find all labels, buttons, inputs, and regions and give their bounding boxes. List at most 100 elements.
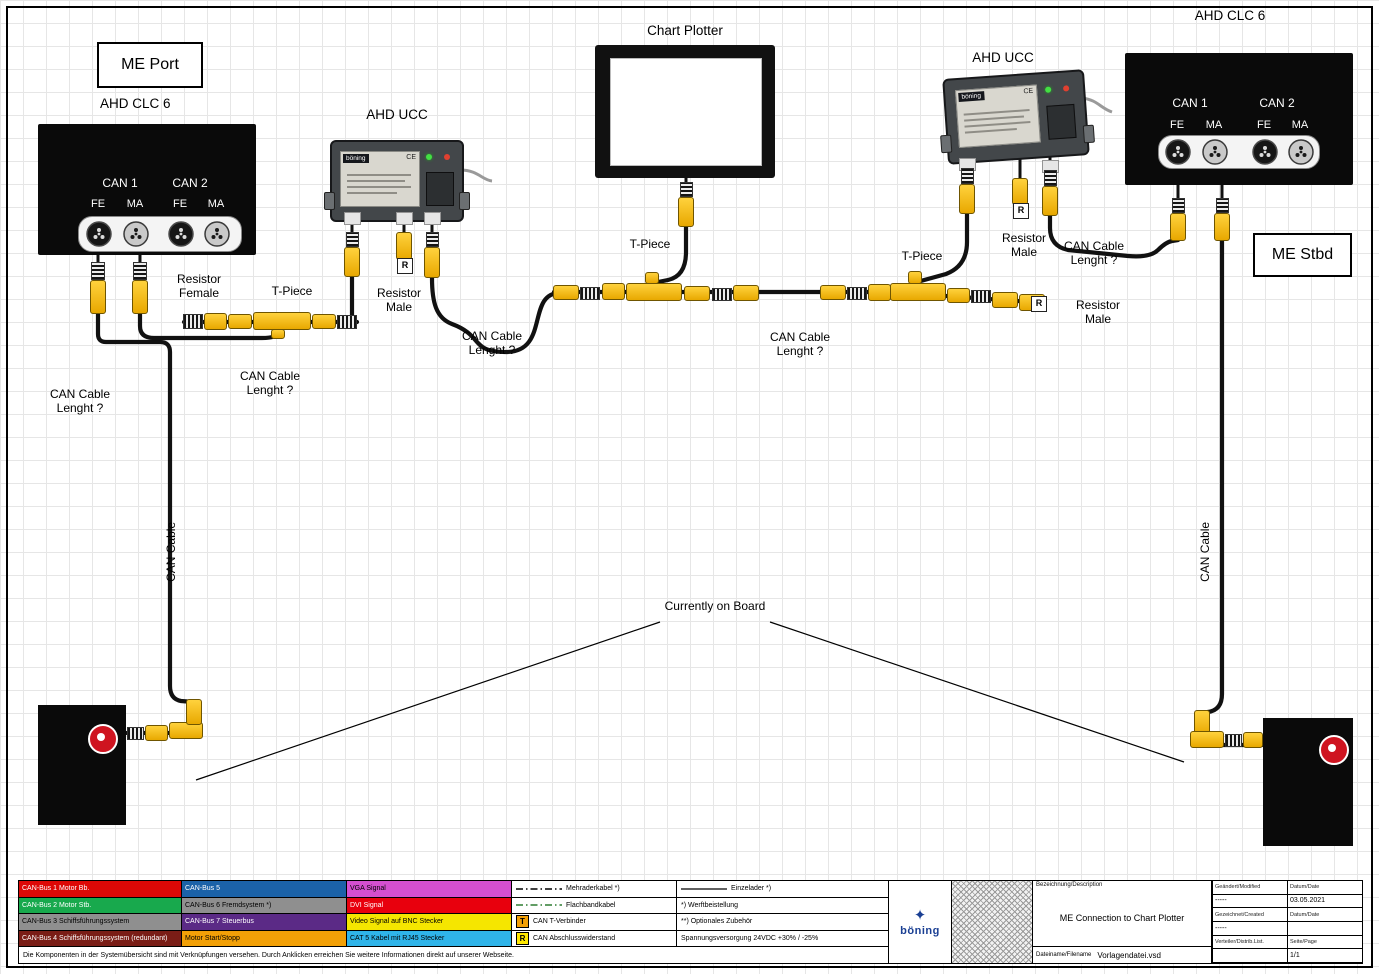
filename-row: Dateiname/Filename Vorlagendatei.vsd [1033,946,1211,963]
cable-path [429,275,563,355]
label-text-line [347,180,405,182]
striped-coupler [847,287,867,300]
cable-gland [344,212,361,225]
t-piece-stub [645,272,659,284]
clc6-right-fe1-label: FE [1169,119,1185,131]
can-connector [602,283,625,300]
boening-logo-text: böning [900,924,940,937]
striped-coupler [1172,198,1185,213]
status-led-red [444,154,450,160]
resistor-label: R [1031,296,1047,312]
resistor-male [396,232,412,260]
striped-coupler [1216,198,1229,213]
date-label: Datum/Date [1287,881,1362,895]
annotation-can-cable-length-3: CAN Cable Lenght ? [1063,239,1125,267]
engine-stbd-connector-center [1328,744,1336,752]
can-connector [820,285,846,300]
striped-coupler [712,288,732,301]
annotation-resistor-male-left: Resistor Male [376,286,421,314]
legend-left: CAN-Bus 1 Motor Bb. CAN-Bus 2 Motor Stb.… [19,881,889,963]
leader-right [769,621,1185,763]
device-title-clc6-left: AHD CLC 6 [100,96,171,111]
t-piece [890,283,946,301]
annotation-resistor-male-ucc-right: Resistor Male [1001,231,1046,259]
legend-line-label: CAN T-Verbinder [533,918,586,926]
ce-mark: CE [406,154,416,161]
empty-cell [1212,949,1287,963]
label-text-line [964,115,1025,122]
annotation-currently-on-board: Currently on Board [664,599,766,613]
striped-coupler [337,315,357,329]
striped-coupler [127,727,144,740]
clc6-right-can2-label: CAN 2 [1259,96,1295,110]
striped-coupler [961,168,974,184]
footnote-text: **) Optionales Zubehör [681,918,753,926]
device-title-ucc-right: AHD UCC [972,50,1034,65]
legend-hyperlink-note: Die Komponenten in der Systemübersicht s… [19,947,889,963]
me-stbd-box: ME Stbd [1253,233,1352,277]
port-ma-female [1288,139,1314,165]
annotation-can-cable-length-1: CAN Cable Lenght ? [461,329,523,357]
can-connector [733,285,759,301]
title-block-meta: Geändert/Modified Datum/Date ----- 03.05… [1212,881,1362,963]
can-connector [553,285,579,300]
can-connector [145,725,168,741]
striped-coupler [1044,170,1057,186]
clc6-right-can1-label: CAN 1 [1172,96,1208,110]
leader-lines [195,621,1185,781]
device-ahd-ucc-left: böning CE [324,140,470,222]
clc6-right-connector-strip [1158,135,1320,169]
connector-ports [86,221,230,247]
legend-bus-cell: DVI Signal [347,897,512,914]
engine-unit-port [38,705,126,825]
striped-coupler [133,262,147,280]
legend-bus-col-1: CAN-Bus 1 Motor Bb. CAN-Bus 2 Motor Stb.… [19,881,182,947]
ucc-label-panel: böning CE [340,151,420,207]
clc6-left-fe2-label: FE [172,198,188,210]
can-connector [992,292,1018,308]
created-value: ----- [1212,922,1287,936]
can-connector [1214,213,1230,241]
annotation-t-piece-right: T-Piece [901,249,943,263]
clc6-left-ma1-label: MA [126,198,144,210]
striped-coupler [680,182,693,197]
cable-gland [424,212,441,225]
resistor-male [1012,178,1028,205]
legend-bus-cell: CAN-Bus 6 Fremdsystem *) [182,897,347,914]
striped-coupler [91,262,105,280]
elbow-connector [186,699,202,725]
clc6-left-ma2-label: MA [207,198,225,210]
date-label: Datum/Date [1287,908,1362,922]
annotation-resistor-male-right: Resistor Male [1075,298,1120,326]
chart-plotter-screen [610,58,762,166]
description-label: Bezeichnung/Description [1036,882,1103,888]
clc6-left-connector-strip [78,216,242,252]
hatch-pattern [952,881,1033,963]
clc6-right-ma2-label: MA [1291,119,1309,131]
footnote-text: *) Werftbeistellung [681,901,739,909]
annotation-can-cable-right: CAN Cable [1198,521,1213,582]
legend-grid: CAN-Bus 1 Motor Bb. CAN-Bus 2 Motor Stb.… [19,881,889,947]
connector-ports [1165,139,1314,165]
distribution-label: Verteiler/Distrib.List. [1212,935,1287,950]
t-piece-stub [908,271,922,284]
can-connector [312,314,336,329]
can-connector [424,247,440,278]
ce-mark: CE [1023,87,1034,96]
created-label: Gezeichnet/Created [1212,908,1287,922]
can-connector [344,247,360,277]
boening-mini-logo: böning [958,91,985,102]
cable-path [1197,237,1225,716]
ucc-connector-block [426,172,454,206]
legend: CAN-Bus 1 Motor Bb. CAN-Bus 2 Motor Stb.… [18,880,1363,964]
annotation-t-piece-left: T-Piece [271,284,313,298]
legend-line-label: Einzelader *) [731,885,772,893]
legend-line-label: Mehraderkabel *) [566,885,620,893]
boening-logo-icon: ✦ [913,906,927,924]
legend-notes: Einzelader *) *) Werftbeistellung **) Op… [677,881,889,947]
can-connector [868,284,891,301]
cable-gland [396,212,413,225]
striped-coupler [1225,734,1242,747]
page-frame [6,6,1373,968]
